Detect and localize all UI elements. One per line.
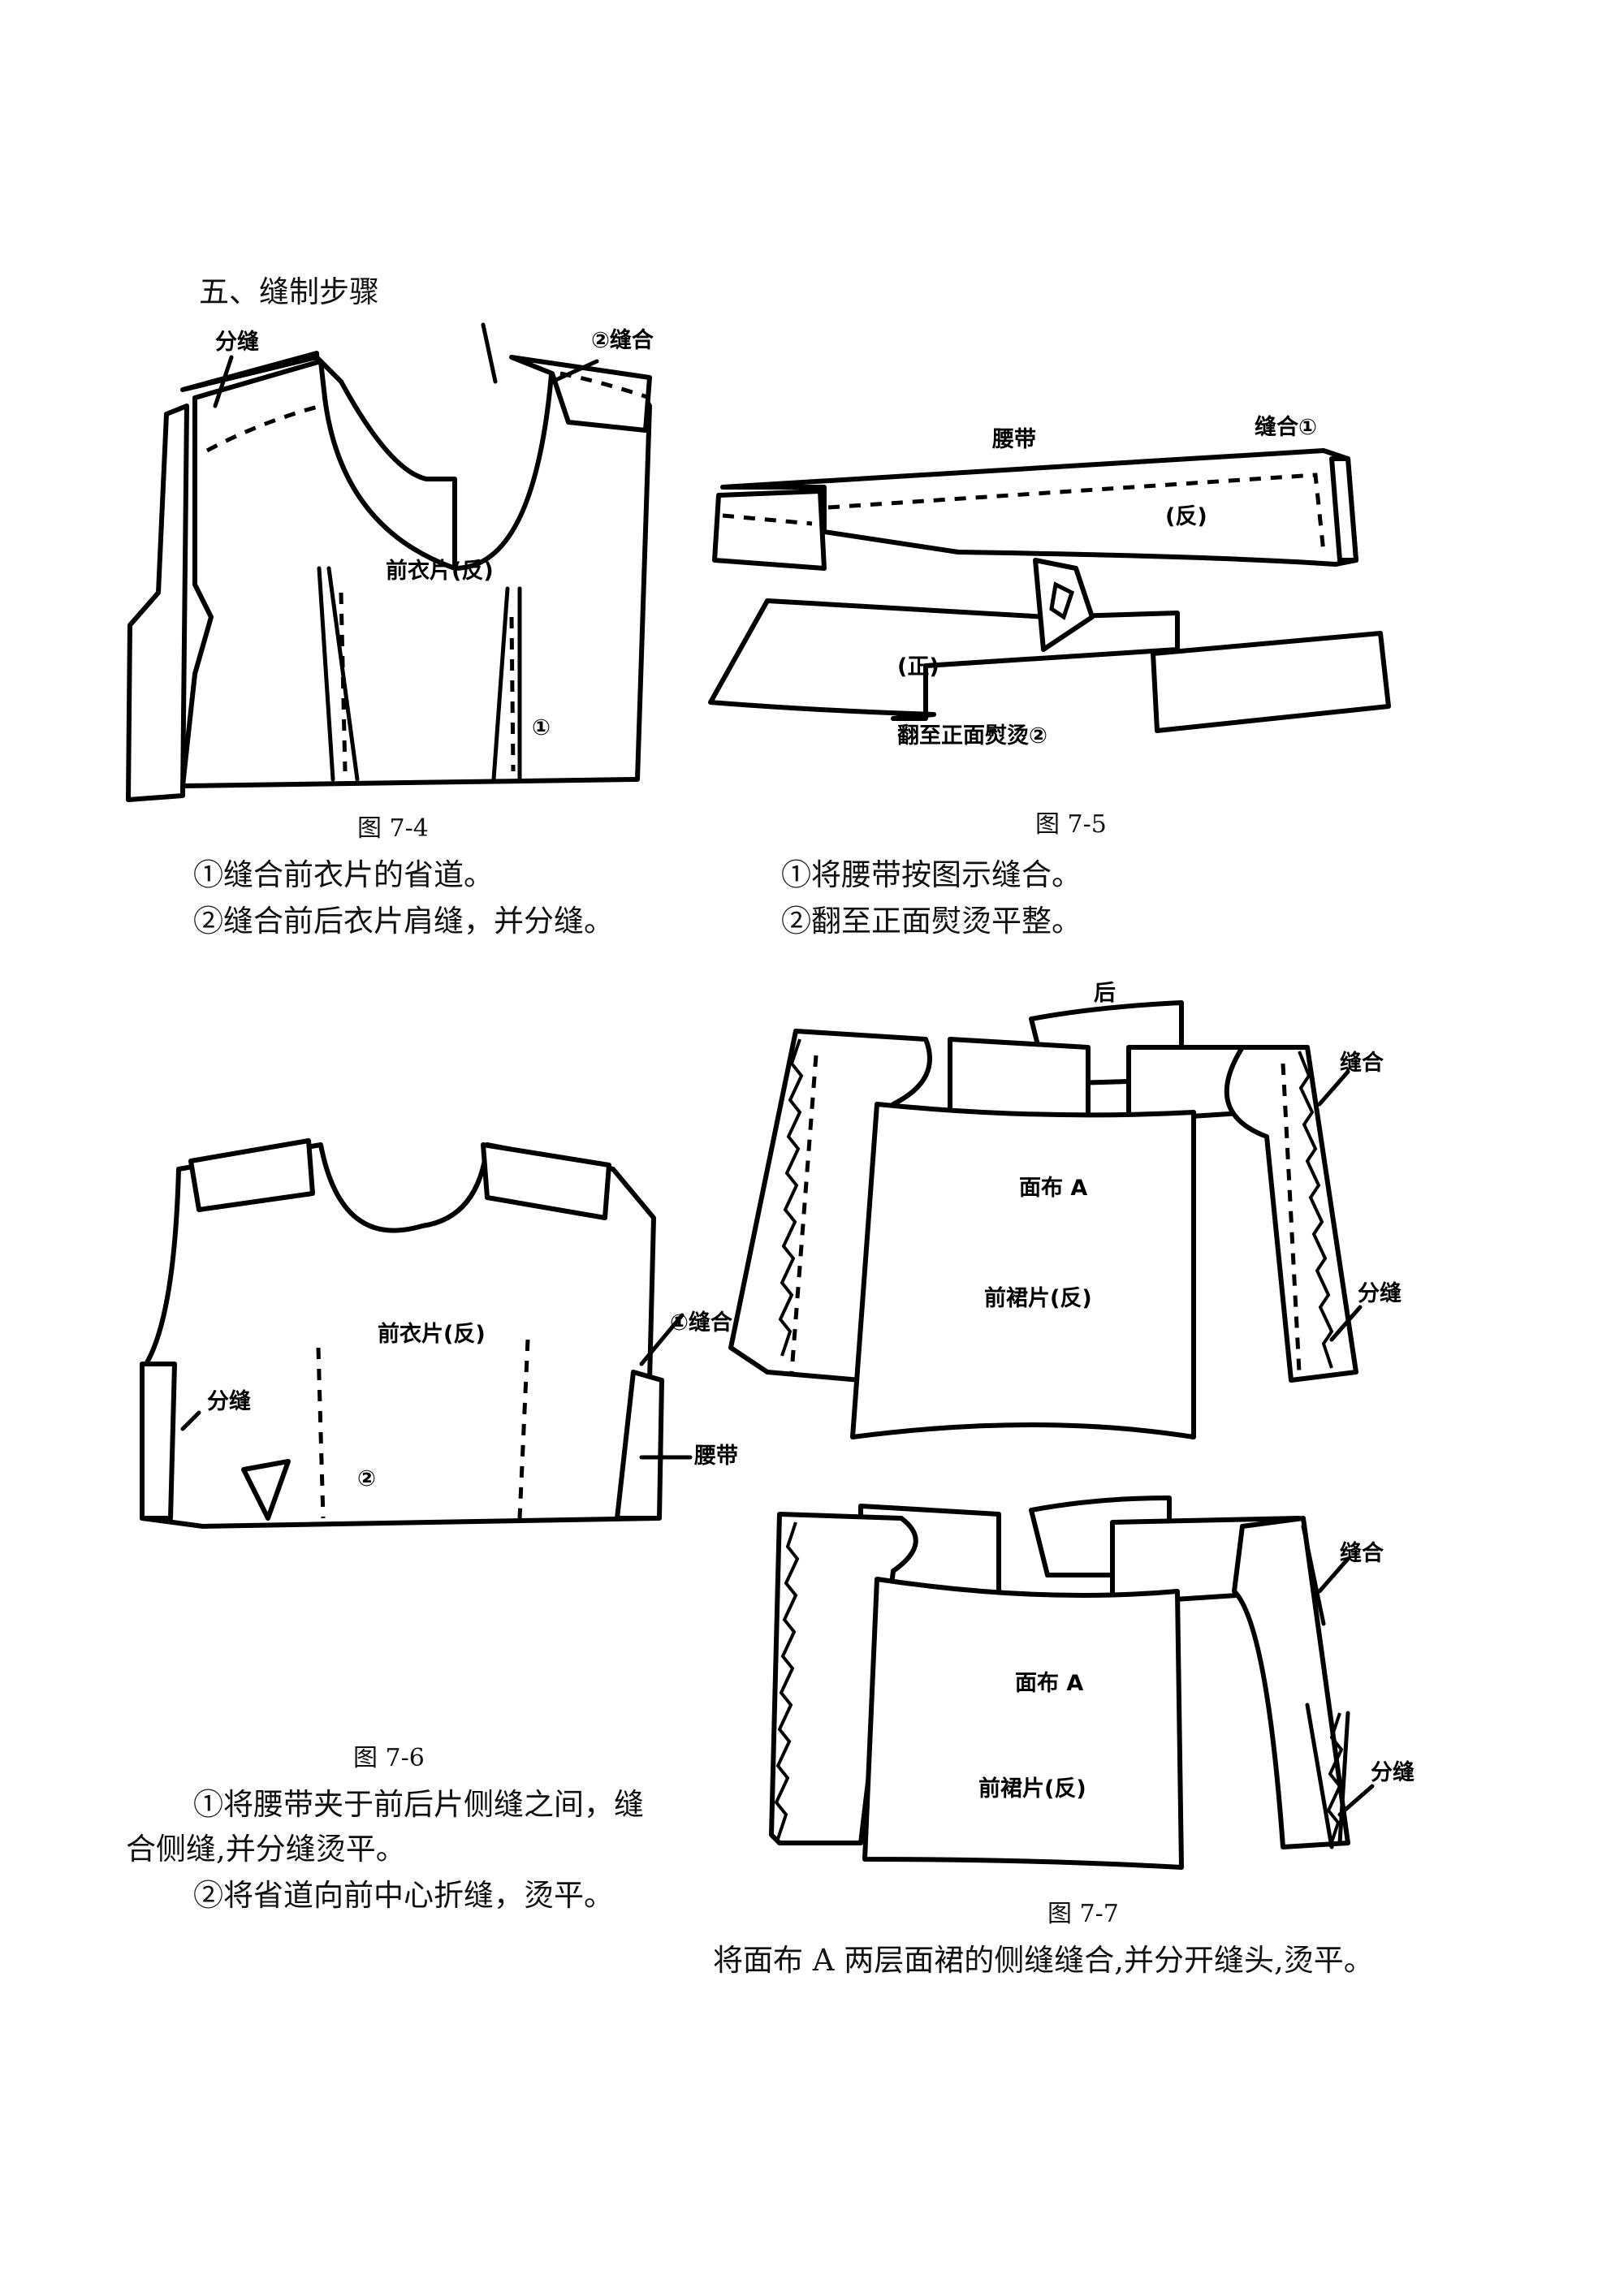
label-turn-and-iron: 翻至正面熨烫② (897, 723, 1047, 749)
label-belt: 腰带 (991, 427, 1036, 452)
figure-7-6-caption: 图 7-6 (353, 1744, 425, 1772)
label-front-piece: 前衣片(反) (386, 558, 494, 584)
label-sew: 缝合 (1340, 1540, 1384, 1566)
fig77-step: 将面布 A 两层面裙的侧缝缝合,并分开缝头,烫平。 (713, 1943, 1374, 1978)
figure-7-7-top-skirt-illustration: 后 缝合 面布 A 前裙片(反) 分缝 (728, 981, 1402, 1439)
label-sew-2: ②缝合 (591, 327, 654, 353)
marker-1: ① (532, 715, 551, 740)
figure-7-7-bottom-skirt-illustration: 缝合 面布 A 前裙片(反) 分缝 (769, 1495, 1415, 1870)
label-front-piece: 前衣片(反) (378, 1321, 486, 1347)
figure-7-4-front-bodice-illustration: 分缝 ②缝合 前衣片(反) ① (126, 322, 654, 802)
label-back: 后 (1094, 981, 1116, 1006)
label-sew: 缝合 (1340, 1050, 1384, 1076)
figure-7-7-caption: 图 7-7 (1047, 1900, 1119, 1928)
label-split-seam: 分缝 (215, 329, 259, 355)
label-reverse-side: (反) (1165, 504, 1207, 529)
label-fabric-a: 面布 A (1015, 1671, 1083, 1696)
figure-7-5-caption: 图 7-5 (1035, 810, 1107, 839)
label-split-seam: 分缝 (1358, 1280, 1402, 1306)
fig74-step-2: ②缝合前后衣片肩缝，并分缝。 (193, 904, 614, 939)
fig76-step-1a: ①将腰带夹于前后片侧缝之间，缝 (193, 1787, 644, 1822)
section-heading: 五、缝制步骤 (199, 274, 379, 309)
label-split-seam: 分缝 (207, 1388, 251, 1414)
figure-7-5-belt-illustration: 腰带 缝合① (反) (正) 翻至正面熨烫② (708, 414, 1391, 749)
fig75-step-1: ①将腰带按图示缝合。 (781, 857, 1082, 892)
fig76-step-1b: 合侧缝,并分缝烫平。 (126, 1832, 406, 1867)
label-split-seam: 分缝 (1371, 1759, 1415, 1785)
figure-7-6-bodice-with-belt-illustration: 前衣片(反) ①缝合 分缝 腰带 ② (140, 1138, 738, 1529)
label-fabric-a: 面布 A (1019, 1176, 1087, 1201)
fig74-step-1: ①缝合前衣片的省道。 (193, 857, 494, 892)
label-belt: 腰带 (693, 1444, 738, 1469)
label-sew-1: 缝合① (1255, 414, 1317, 440)
label-front-skirt: 前裙片(反) (978, 1776, 1086, 1802)
label-front-skirt: 前裙片(反) (984, 1285, 1092, 1311)
label-front-side: (正) (897, 654, 939, 680)
marker-2: ② (357, 1466, 376, 1491)
fig76-step-2: ②将省道向前中心折缝，烫平。 (193, 1878, 614, 1913)
label-sew-1: ①缝合 (670, 1310, 732, 1336)
fig75-step-2: ②翻至正面熨烫平整。 (781, 904, 1082, 939)
figure-7-4-caption: 图 7-4 (357, 814, 429, 843)
